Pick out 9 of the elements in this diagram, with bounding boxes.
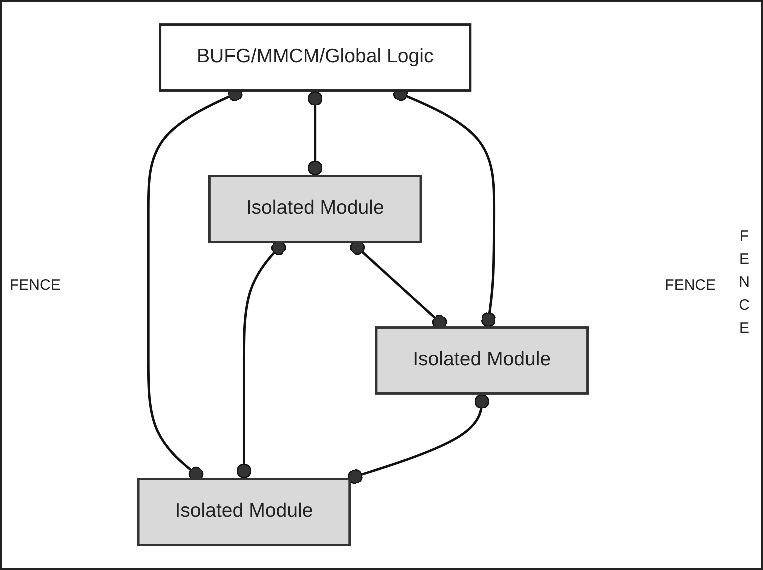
- node-box: Isolated Module: [137, 478, 351, 546]
- node-box: Isolated Module: [208, 175, 422, 244]
- connector: [308, 90, 323, 176]
- connector: [347, 394, 490, 484]
- vertical-fence-label: FENCE: [736, 228, 753, 342]
- node-box: Isolated Module: [375, 326, 589, 395]
- fence-label: FENCE: [665, 276, 716, 294]
- fence-label: FENCE: [10, 276, 61, 294]
- node-box: BUFG/MMCM/Global Logic: [158, 24, 472, 92]
